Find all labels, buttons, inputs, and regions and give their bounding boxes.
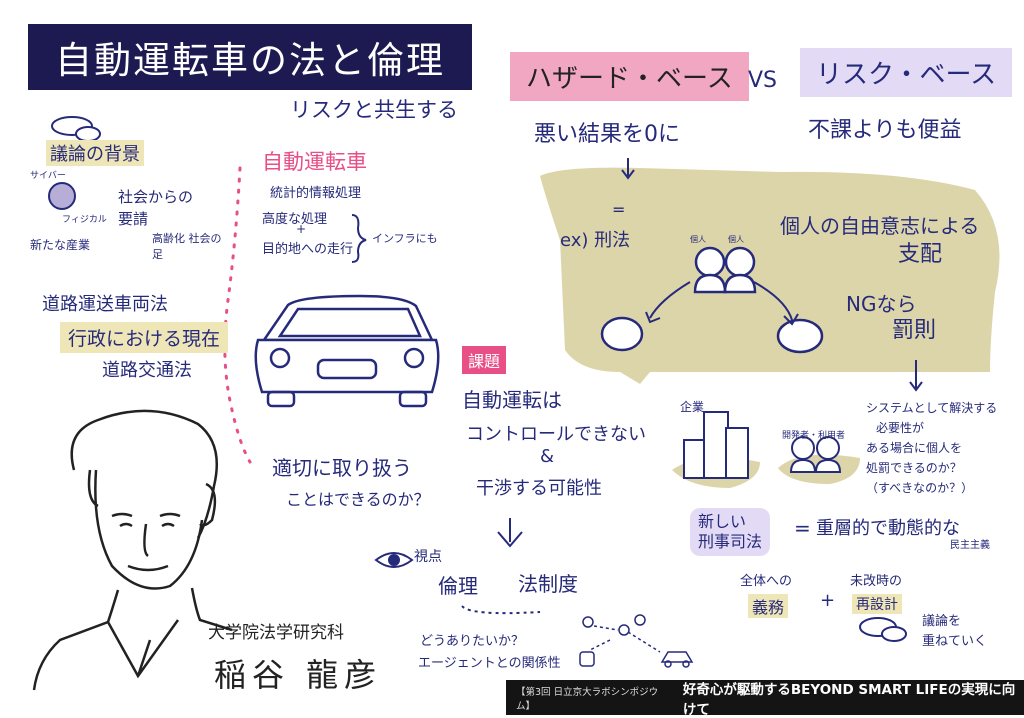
hazard-base-label: ハザード・ベース bbox=[510, 52, 749, 101]
new-label-2: 刑事司法 bbox=[698, 532, 763, 551]
auto-question-1: 適切に取り扱う bbox=[272, 456, 412, 480]
new-law-desc: 重層的で動態的な bbox=[816, 518, 960, 539]
person-2-label: 個人 bbox=[728, 235, 744, 244]
legal-system-label: 法制度 bbox=[518, 572, 578, 596]
footer-main: 好奇心が駆動するBEYOND SMART LIFEの実現に向けて bbox=[682, 681, 1016, 718]
issue-line-2: コントロールできない bbox=[466, 424, 646, 445]
background-heading: 議論の背景 bbox=[46, 140, 144, 166]
discuss-line: 議論を bbox=[922, 614, 962, 629]
speaker-name: 稲谷 龍彦 bbox=[214, 656, 383, 694]
agent-relation-label: エージェントとの関係性 bbox=[418, 656, 561, 671]
page-title: 自動運転車の法と倫理 bbox=[28, 24, 472, 90]
ng-label: NGなら bbox=[846, 292, 917, 316]
issue-line-1: 自動運転は bbox=[462, 388, 562, 412]
system-question-line: 処罰できるのか？ bbox=[866, 461, 962, 475]
issue-amp: & bbox=[540, 446, 555, 467]
vs-label: VS bbox=[748, 68, 778, 93]
admin-current: 行政における現在 bbox=[60, 322, 229, 353]
footer-bar: 【第3回 日立京大ラボシンポジウム】 好奇心が駆動するBEYOND SMART … bbox=[506, 680, 1024, 718]
example-criminal-law: ex) 刑法 bbox=[560, 230, 631, 251]
system-question-line: システムとして解決する bbox=[866, 401, 998, 415]
footer-small: 【第3回 日立京大ラボシンポジウム】 bbox=[516, 686, 659, 712]
democracy-label: 民主主義 bbox=[950, 540, 990, 551]
person-1-label: 個人 bbox=[690, 235, 706, 244]
duty-plus: + bbox=[820, 590, 836, 611]
auto-question-2: ことはできるのか？ bbox=[286, 490, 430, 509]
speaker-affiliation: 大学院法学研究科 bbox=[208, 623, 344, 643]
road-transport-law: 道路運送車両法 bbox=[42, 294, 168, 315]
system-question-line: ある場合に個人を bbox=[866, 441, 963, 455]
new-label-1: 新しい bbox=[698, 512, 747, 531]
system-question: システムとして解決する 必要性が ある場合に個人を 処罰できるのか？ （すべきな… bbox=[866, 398, 1024, 498]
ethics-label: 倫理 bbox=[438, 574, 478, 598]
duty-left-1: 全体への bbox=[740, 574, 793, 589]
cyber-label: サイバー bbox=[30, 171, 66, 181]
free-will-label: 個人の自由意志による bbox=[780, 214, 980, 238]
equals-sign: = bbox=[612, 200, 626, 219]
issue-line-3: 干渉する可能性 bbox=[476, 478, 602, 499]
infra-label: インフラにも bbox=[372, 232, 438, 245]
how-label: どうありたいか？ bbox=[420, 634, 525, 649]
system-question-line: （すべきなのか？） bbox=[866, 481, 974, 495]
system-question-line: 必要性が bbox=[876, 421, 925, 435]
physical-label: フィジカル bbox=[62, 215, 107, 225]
issue-tag: 課題 bbox=[462, 346, 507, 374]
advanced-processing: 高度な処理 bbox=[262, 212, 328, 227]
duty-left-2: 義務 bbox=[748, 594, 789, 618]
perspective-label: 視点 bbox=[414, 549, 442, 565]
punish-label: 罰則 bbox=[892, 318, 937, 343]
stat-processing: 統計的情報処理 bbox=[270, 186, 362, 201]
dotted-curve bbox=[223, 166, 252, 464]
plus-sign: + bbox=[296, 222, 307, 236]
duty-right-1: 未改時の bbox=[850, 574, 903, 589]
road-traffic-law: 道路交通法 bbox=[102, 360, 192, 381]
aging-label: 高齢化 社会の足 bbox=[152, 232, 222, 261]
hazard-desc: 悪い結果を0に bbox=[534, 122, 680, 147]
discuss-line: 重ねていく bbox=[922, 634, 988, 649]
risk-base-label: リスク・ベース bbox=[800, 48, 1013, 97]
discuss-note: 議論を 重ねていく bbox=[922, 612, 987, 652]
subtitle: リスクと共生する bbox=[290, 98, 458, 122]
duty-right-2: 再設計 bbox=[852, 594, 902, 614]
portrait-drawing bbox=[32, 409, 233, 691]
social-demand-label: 社会からの要請 bbox=[118, 188, 194, 228]
new-law-eq: = bbox=[794, 516, 811, 540]
new-industry-label: 新たな産業 bbox=[30, 238, 91, 252]
risk-desc: 不課よりも便益 bbox=[808, 118, 962, 143]
users-label: 開発者・利用者 bbox=[782, 431, 846, 441]
to-destination: 目的地への走行 bbox=[262, 242, 354, 257]
new-criminal-justice: 新しい 刑事司法 bbox=[690, 508, 771, 556]
control-label: 支配 bbox=[898, 242, 943, 267]
auto-heading: 自動運転車 bbox=[262, 150, 367, 174]
car-drawing bbox=[254, 294, 440, 408]
enterprise-label: 企業 bbox=[680, 400, 705, 414]
